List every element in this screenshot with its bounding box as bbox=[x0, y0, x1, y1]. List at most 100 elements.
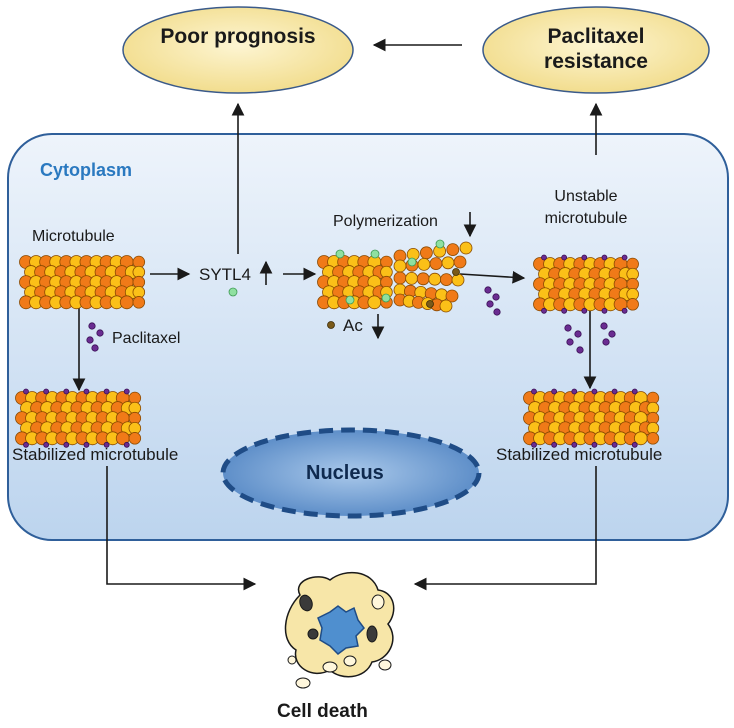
poor-prognosis-oval bbox=[122, 6, 354, 94]
paclitaxel-molecule bbox=[123, 388, 130, 395]
paclitaxel-molecule bbox=[602, 338, 610, 346]
paclitaxel-molecule bbox=[88, 322, 96, 330]
stabilized-microtubule-right bbox=[523, 388, 660, 448]
stabilized-microtubule-left bbox=[15, 388, 142, 448]
paclitaxel-molecule bbox=[571, 441, 578, 448]
sytl4-molecule bbox=[228, 287, 238, 297]
tubulin-subunit bbox=[405, 271, 419, 285]
paclitaxel-molecule bbox=[531, 441, 537, 448]
tubulin-subunit bbox=[446, 243, 460, 257]
tubulin-subunit bbox=[128, 432, 142, 445]
paclitaxel-molecule bbox=[601, 254, 608, 261]
acetyl-group bbox=[426, 300, 434, 308]
tubulin-subunit bbox=[439, 299, 453, 313]
paclitaxel-molecule bbox=[581, 254, 588, 261]
paclitaxel-molecule bbox=[63, 441, 70, 448]
sytl4-molecule bbox=[335, 249, 345, 259]
tubulin-subunit bbox=[428, 272, 442, 286]
tubulin-subunit bbox=[417, 257, 431, 271]
acetyl-group bbox=[452, 268, 460, 276]
paclitaxel-molecule bbox=[564, 324, 572, 332]
nucleus-label: Nucleus bbox=[306, 462, 384, 484]
paclitaxel-molecule bbox=[541, 254, 547, 261]
arrow-left-to-cell-death bbox=[106, 466, 257, 591]
microtubule-top-left bbox=[19, 255, 146, 310]
tubulin-subunit bbox=[626, 298, 639, 311]
cell-death-label: Cell death bbox=[277, 701, 368, 722]
paclitaxel-molecule bbox=[531, 388, 537, 395]
paclitaxel-molecule bbox=[96, 329, 104, 337]
poor-prognosis-text: Poor prognosis bbox=[160, 25, 316, 48]
sytl4-label: SYTL4 bbox=[199, 265, 251, 284]
tubulin-subunit bbox=[451, 273, 465, 287]
paclitaxel-resistance-text: Paclitaxel resistance bbox=[544, 25, 648, 73]
acetyl-group bbox=[327, 321, 335, 329]
molecule-dots bbox=[86, 239, 616, 354]
paclitaxel-label: Paclitaxel bbox=[112, 330, 181, 347]
paclitaxel-molecule bbox=[591, 388, 598, 395]
paclitaxel-molecule bbox=[621, 254, 628, 261]
paclitaxel-molecule bbox=[492, 293, 500, 301]
poor-prognosis-label: Poor prognosis bbox=[158, 24, 318, 49]
paclitaxel-molecule bbox=[574, 330, 582, 338]
paclitaxel-molecule bbox=[103, 388, 110, 395]
paclitaxel-molecule bbox=[561, 307, 568, 314]
paclitaxel-molecule bbox=[83, 388, 90, 395]
tubulin-subunit bbox=[646, 432, 660, 445]
polymerizing-microtubule bbox=[317, 241, 473, 313]
tubulin-subunit bbox=[119, 295, 134, 310]
unstable-microtubule bbox=[533, 254, 639, 314]
paclitaxel-molecule bbox=[601, 307, 608, 314]
paclitaxel-molecule bbox=[23, 441, 29, 448]
paclitaxel-molecule bbox=[621, 307, 628, 314]
paclitaxel-molecule bbox=[484, 286, 492, 294]
paclitaxel-molecule bbox=[631, 441, 638, 448]
tubulin-subunit bbox=[393, 271, 407, 285]
paclitaxel-molecule bbox=[23, 388, 29, 395]
sytl4-molecule bbox=[370, 249, 380, 259]
paclitaxel-molecule bbox=[86, 336, 94, 344]
paclitaxel-molecule bbox=[63, 388, 70, 395]
dying-cell-icon bbox=[284, 571, 395, 689]
tubulin-subunit bbox=[439, 273, 453, 287]
paclitaxel-molecule bbox=[611, 441, 618, 448]
paclitaxel-molecule bbox=[83, 441, 90, 448]
sytl4-molecule bbox=[381, 293, 391, 303]
paclitaxel-molecule bbox=[103, 441, 110, 448]
arrow-polymerized-to-unstable bbox=[459, 270, 526, 284]
paclitaxel-molecule bbox=[561, 254, 568, 261]
nucleus bbox=[220, 427, 482, 519]
tubulin-subunit bbox=[132, 296, 146, 309]
microtubule-label: Microtubule bbox=[32, 228, 115, 245]
tubulin-subunit bbox=[453, 255, 467, 269]
paclitaxel-molecule bbox=[541, 307, 547, 314]
sytl4-molecule bbox=[407, 257, 417, 267]
stabilized-microtubule-left-label: Stabilized microtubule bbox=[12, 445, 179, 464]
paclitaxel-molecule bbox=[43, 388, 50, 395]
paclitaxel-molecule bbox=[600, 322, 608, 330]
polymerization-label: Polymerization bbox=[333, 213, 438, 230]
paclitaxel-molecule bbox=[91, 344, 99, 352]
paclitaxel-molecule bbox=[486, 300, 494, 308]
paclitaxel-resistance-label: Paclitaxel resistance bbox=[506, 24, 686, 74]
arrow-right-to-cell-death bbox=[413, 466, 597, 591]
paclitaxel-molecule bbox=[551, 441, 558, 448]
tubulin-subunit bbox=[367, 295, 382, 310]
paclitaxel-molecule bbox=[576, 346, 584, 354]
paclitaxel-molecule bbox=[123, 441, 130, 448]
stabilized-microtubule-right-label: Stabilized microtubule bbox=[496, 445, 663, 464]
tubulin-subunit bbox=[419, 246, 433, 260]
sytl4-molecule bbox=[435, 239, 445, 249]
paclitaxel-molecule bbox=[43, 441, 50, 448]
paclitaxel-molecule bbox=[591, 441, 598, 448]
paclitaxel-resistance-oval bbox=[482, 6, 710, 94]
tubulin-subunit bbox=[445, 289, 459, 303]
tubulin-subunit bbox=[393, 259, 407, 273]
paclitaxel-molecule bbox=[611, 388, 618, 395]
tubulin-subunit bbox=[441, 256, 455, 270]
tubulin-subunit bbox=[416, 272, 430, 286]
paclitaxel-molecule bbox=[566, 338, 574, 346]
paclitaxel-molecule bbox=[608, 330, 616, 338]
tubulin-subunit bbox=[429, 257, 443, 271]
